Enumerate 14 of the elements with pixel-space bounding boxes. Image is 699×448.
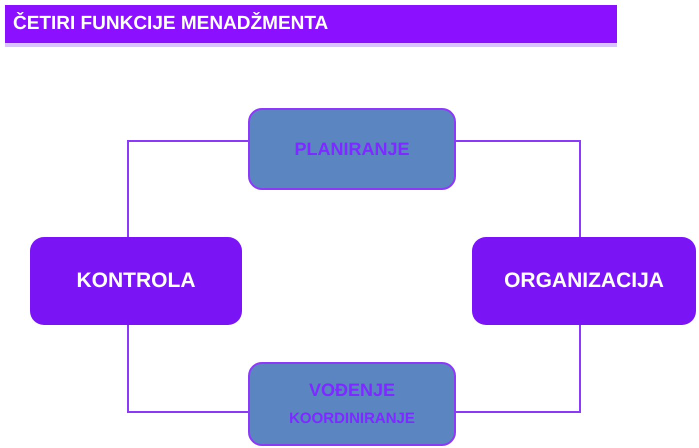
function-label: KONTROLA	[76, 268, 196, 294]
title-banner: ČETIRI FUNKCIJE MENADŽMENTA	[5, 5, 617, 47]
connector-line	[127, 140, 248, 237]
function-label: KOORDINIRANJE	[289, 409, 415, 430]
function-box	[248, 362, 456, 446]
function-label: ORGANIZACIJA	[504, 268, 664, 294]
function-box	[472, 237, 696, 325]
connector-line	[456, 325, 581, 413]
function-label: PLANIRANJE	[294, 138, 410, 160]
function-box	[30, 237, 242, 325]
connector-line	[127, 325, 248, 413]
function-box	[248, 108, 456, 190]
function-label: VOĐENJE	[308, 379, 396, 402]
connector-line	[456, 140, 581, 237]
